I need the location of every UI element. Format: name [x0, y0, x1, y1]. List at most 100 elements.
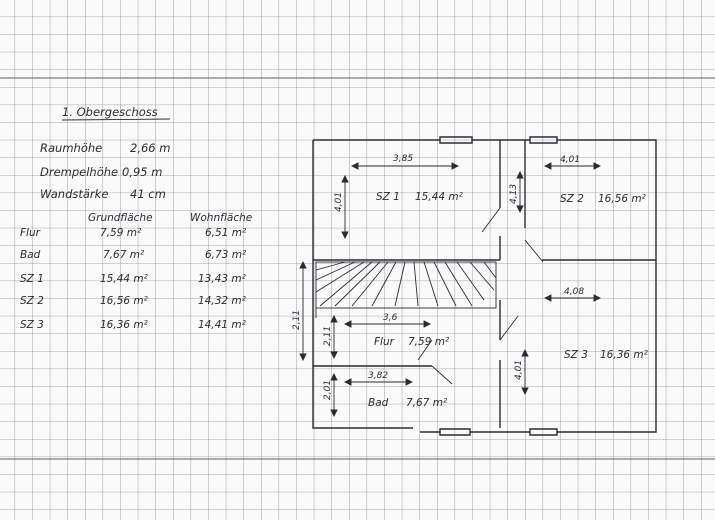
gross-area: 7,67 m² [103, 249, 145, 261]
living-area: 13,43 m² [198, 273, 247, 285]
bad-area: 7,67 m² [406, 397, 448, 409]
stair-outline [315, 261, 497, 309]
gross-area: 16,36 m² [100, 319, 149, 331]
dimension-arrow [593, 162, 602, 170]
window [529, 136, 558, 144]
dimension-arrow [405, 378, 414, 386]
sz2-name: SZ 2 [560, 193, 584, 205]
window [439, 428, 471, 436]
sz1-width: 3,85 [393, 154, 413, 164]
dimension-arrow [593, 294, 602, 302]
flur-width: 3,6 [383, 313, 398, 323]
stair-step [413, 261, 419, 307]
area-table-row: Bad 7,67 m² 6,73 m² [20, 249, 247, 261]
col-header-gross-area: Grundfläche [88, 212, 153, 224]
living-area: 14,41 m² [198, 319, 247, 331]
living-area: 14,32 m² [198, 295, 247, 307]
dimension-arrow [330, 314, 338, 323]
sz3-area: 16,36 m² [600, 349, 649, 361]
door-swing [417, 339, 433, 361]
stair-step [334, 261, 381, 307]
stair-step [319, 261, 373, 307]
sz3-width: 4,08 [564, 287, 584, 297]
heading: 1. Obergeschoss [62, 105, 158, 119]
sz2-height: 4,13 [509, 184, 519, 204]
stair-step [444, 261, 473, 307]
dimension-arrow [343, 378, 352, 386]
stair-step [423, 261, 439, 307]
area-table-row: SZ 2 16,56 m² 14,32 m² [20, 295, 247, 307]
area-table-row: Flur 7,59 m² 6,51 m² [20, 227, 247, 239]
dimension-arrow [330, 372, 338, 381]
dimension-arrow [330, 409, 338, 418]
door-swing [499, 315, 519, 341]
dimension-arrow [451, 162, 460, 170]
room-name: SZ 1 [20, 273, 44, 285]
stair-step [315, 261, 356, 281]
flur-height: 2,11 [323, 326, 333, 346]
sz1-area: 15,44 m² [415, 191, 464, 203]
area-table-row: SZ 1 15,44 m² 13,43 m² [20, 273, 247, 285]
dimension-arrow [343, 320, 352, 328]
door-swing [481, 207, 501, 233]
outer-wall-top [313, 139, 657, 433]
flur-name: Flur [374, 336, 395, 348]
stair-step [394, 261, 406, 307]
area-table-row: SZ 3 16,36 m² 14,41 m² [20, 319, 247, 331]
stair-step [371, 261, 397, 307]
dimension-arrow [543, 294, 552, 302]
outer-wall [312, 140, 413, 429]
room-name: SZ 2 [20, 295, 44, 307]
stair-step [469, 261, 495, 291]
bad-width: 3,82 [368, 371, 388, 381]
door-swing [524, 239, 544, 263]
room-name: Bad [20, 249, 41, 261]
dimension-arrow [543, 162, 552, 170]
stair-height: 2,11 [292, 310, 302, 330]
sz1-height: 4,01 [334, 192, 344, 212]
sz3-name: SZ 3 [564, 349, 588, 361]
bad-name: Bad [368, 397, 389, 409]
dimension-arrow [516, 170, 524, 179]
spec-room-height-label: Raumhöhe [40, 141, 102, 155]
room-name: SZ 3 [20, 319, 44, 331]
gross-area: 7,59 m² [100, 227, 142, 239]
gross-area: 16,56 m² [100, 295, 149, 307]
spec-wall-thickness-label: Wandstärke [40, 187, 108, 201]
dimension-arrow [299, 353, 307, 362]
col-header-living-area: Wohnfläche [190, 212, 252, 224]
window [529, 428, 558, 436]
gross-area: 15,44 m² [100, 273, 149, 285]
flur-area: 7,59 m² [408, 336, 450, 348]
heading-underline [61, 118, 171, 121]
sz2-width: 4,01 [560, 155, 580, 165]
stair-step [315, 261, 346, 271]
dimension-arrow [423, 320, 432, 328]
window [439, 136, 473, 144]
dimension-arrow [299, 260, 307, 269]
bad-height: 2,01 [323, 380, 333, 400]
spec-knee-wall-label: Drempelhöhe [40, 165, 118, 179]
stair-step [315, 261, 365, 293]
spec-wall-thickness-value: 41 cm [130, 187, 166, 201]
dimension-arrow [330, 351, 338, 360]
room-name: Flur [20, 227, 41, 239]
stair-step [433, 261, 457, 307]
living-area: 6,51 m² [205, 227, 247, 239]
sz1-name: SZ 1 [376, 191, 400, 203]
spec-room-height-value: 2,66 m [130, 141, 170, 155]
spec-knee-wall-value: 0,95 m [122, 165, 162, 179]
living-area: 6,73 m² [205, 249, 247, 261]
sz3-height: 4,01 [514, 360, 524, 380]
sz2-area: 16,56 m² [598, 193, 647, 205]
dimension-arrow [350, 162, 359, 170]
dimension-arrow [516, 205, 524, 214]
dimension-arrow [341, 174, 349, 183]
door-swing [431, 365, 453, 385]
floor-plan: 3,85 4,01 SZ 1 15,44 m² 4,01 4,13 SZ 2 1… [292, 136, 657, 436]
stair-step [351, 261, 389, 307]
dimension-arrow [341, 231, 349, 240]
dimension-arrow [521, 348, 529, 357]
stair-step [483, 261, 497, 279]
